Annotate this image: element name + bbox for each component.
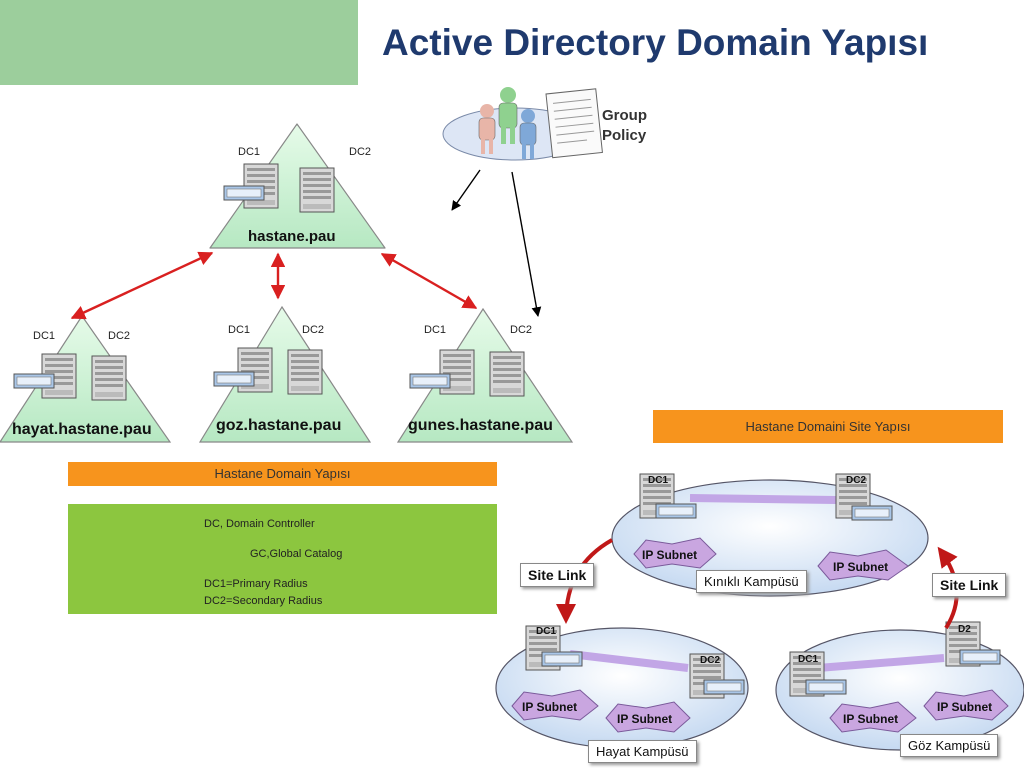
goz-dc2-label: DC2 — [302, 324, 325, 336]
gunes-domain-name: gunes.hastane.pau — [408, 417, 553, 434]
site-link-left-label: Site Link — [520, 563, 595, 587]
header-accent-block — [0, 0, 358, 85]
trust-arrow-hayat — [70, 251, 214, 320]
ip-subnet-kinikli-2: IP Subnet — [817, 549, 909, 581]
gunes-dc2-label: DC2 — [510, 324, 533, 336]
hayat-dc1-label: DC1 — [33, 330, 56, 342]
svg-text:IP Subnet: IP Subnet — [937, 700, 992, 714]
group-policy-label: Group Policy — [602, 107, 647, 144]
site-server-goz-d2: D2 — [945, 621, 1001, 667]
site-server-hayat-dc2: DC2 — [689, 653, 745, 699]
replication-link-kinikli — [689, 494, 837, 504]
domain-hayat-triangle — [0, 314, 172, 443]
domain-structure-header: Hastane Domain Yapısı — [68, 462, 497, 486]
root-domain-name: hastane.pau — [248, 228, 336, 245]
root-dc2-label: DC2 — [349, 146, 372, 158]
svg-text:DC1: DC1 — [536, 626, 556, 637]
ip-subnet-goz-1: IP Subnet — [829, 701, 917, 733]
site-server-kinikli-dc2: DC2 — [835, 473, 893, 521]
policy-arrow-root — [451, 169, 481, 211]
ip-subnet-goz-2: IP Subnet — [923, 689, 1009, 721]
legend-dc: DC, Domain Controller — [204, 518, 315, 530]
hayat-dc2-label: DC2 — [108, 330, 131, 342]
legend-box — [68, 504, 497, 614]
replication-link-goz — [817, 654, 945, 672]
svg-text:DC2: DC2 — [700, 655, 720, 666]
campus-hayat-label: Hayat Kampüsü — [588, 740, 697, 763]
domain-gunes-triangle — [396, 307, 574, 443]
svg-text:IP Subnet: IP Subnet — [522, 700, 577, 714]
site-server-hayat-dc1: DC1 — [525, 625, 583, 671]
site-server-kinikli-dc1: DC1 — [639, 473, 697, 519]
svg-text:DC2: DC2 — [846, 475, 866, 486]
legend-dc1: DC1=Primary Radius — [204, 578, 308, 590]
goz-dc1-label: DC1 — [228, 324, 251, 336]
svg-text:IP Subnet: IP Subnet — [642, 548, 697, 562]
campus-goz-label: Göz Kampüsü — [900, 734, 999, 757]
svg-text:IP Subnet: IP Subnet — [617, 712, 672, 726]
legend-dc2: DC2=Secondary Radius — [204, 595, 323, 607]
svg-text:IP Subnet: IP Subnet — [843, 712, 898, 726]
site-server-goz-dc1: DC1 — [789, 651, 847, 697]
site-link-right-label: Site Link — [932, 573, 1007, 597]
svg-text:IP Subnet: IP Subnet — [833, 560, 888, 574]
svg-text:DC1: DC1 — [798, 654, 818, 665]
campus-kinikli-label: Kınıklı Kampüsü — [696, 570, 807, 593]
ip-subnet-kinikli-1: IP Subnet — [633, 537, 717, 569]
gunes-dc1-label: DC1 — [424, 324, 447, 336]
replication-link-hayat — [569, 650, 689, 672]
hayat-domain-name: hayat.hastane.pau — [12, 421, 152, 438]
legend-gc: GC,Global Catalog — [250, 548, 343, 560]
root-dc1-label: DC1 — [238, 146, 261, 158]
domain-root-triangle — [209, 123, 386, 249]
svg-text:DC1: DC1 — [648, 475, 668, 486]
svg-text:D2: D2 — [958, 624, 971, 635]
goz-domain-name: goz.hastane.pau — [216, 417, 342, 434]
site-structure-header: Hastane Domaini Site Yapısı — [653, 410, 1003, 443]
ip-subnet-hayat-1: IP Subnet — [511, 689, 599, 721]
policy-arrow-gunes — [511, 171, 542, 317]
page-title: Active Directory Domain Yapısı — [382, 22, 929, 63]
group-policy-icon — [442, 87, 603, 161]
domain-goz-triangle — [198, 305, 372, 443]
trust-arrow-gunes — [380, 252, 478, 310]
ip-subnet-hayat-2: IP Subnet — [605, 701, 691, 733]
